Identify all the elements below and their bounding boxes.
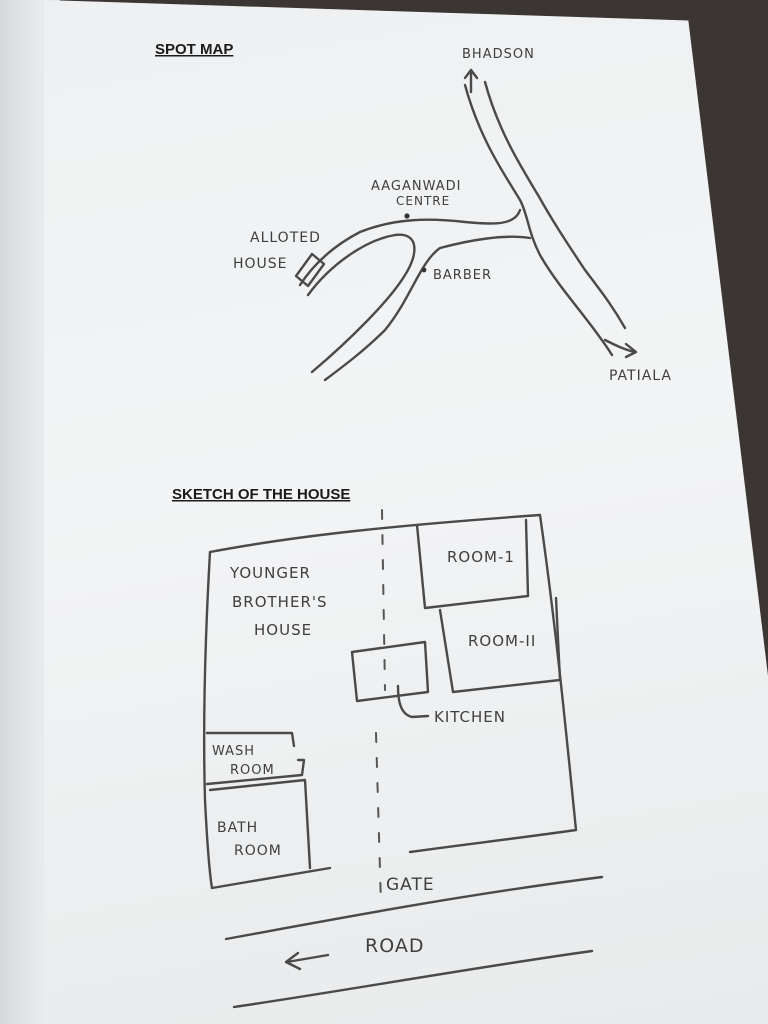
bath-room-walls: [208, 778, 312, 870]
label-room-1: ROOM-1: [447, 548, 515, 566]
label-younger-line1: YOUNGER: [229, 564, 311, 582]
spot-map-heading: SPOT MAP: [155, 41, 233, 58]
label-road: ROAD: [365, 935, 424, 957]
arrow-to-bhadson: [463, 68, 479, 94]
label-aaganwadi-line2: CENTRE: [396, 194, 450, 208]
road-arrow: [284, 951, 330, 971]
room-2-walls: [438, 596, 562, 694]
road-top-edge: [224, 875, 604, 941]
house-sketch-heading: SKETCH OF THE HOUSE: [172, 486, 350, 503]
label-barber: BARBER: [433, 268, 492, 283]
house-outer-wall: [208, 513, 578, 854]
label-bhadson: BHADSON: [462, 47, 535, 62]
room-1-walls: [415, 518, 530, 610]
branch-road-top-edge: [298, 208, 522, 287]
aaganwadi-marker: [404, 213, 410, 219]
branch-road-bottom-edge: [323, 235, 532, 382]
label-bath-line1: BATH: [217, 820, 258, 836]
label-kitchen: KITCHEN: [434, 708, 506, 726]
label-aaganwadi-line1: AAGANWADI: [371, 179, 462, 194]
alloted-house-box: [294, 252, 326, 288]
label-gate: GATE: [386, 875, 435, 895]
notebook-page: [44, 0, 768, 1024]
wash-room-walls: [205, 731, 306, 786]
label-wash-line2: ROOM: [230, 763, 275, 778]
spot-map: SPOT MAP BHADSON AAGANWADI CENTRE ALLOTE…: [155, 41, 672, 384]
road-bottom-edge: [232, 949, 594, 1009]
arrow-to-patiala: [603, 338, 638, 359]
house-left-wall: [203, 550, 332, 890]
barber-marker: [421, 267, 427, 273]
label-patiala: PATIALA: [609, 368, 672, 384]
center-dashed-line-top: [381, 509, 386, 691]
kitchen-box: [350, 640, 430, 703]
house-sketch: SKETCH OF THE HOUSE YOUNGER BROTHER'S HO…: [172, 486, 604, 1009]
main-road-right-edge: [483, 80, 627, 330]
center-dashed-line-bottom: [375, 732, 382, 906]
label-room-2: ROOM-II: [468, 632, 536, 650]
kitchen-pointer: [396, 684, 430, 719]
label-wash-line1: WASH: [212, 744, 255, 759]
main-road-left-edge: [463, 83, 614, 357]
inner-road-loop: [306, 233, 416, 374]
label-younger-line3: HOUSE: [254, 621, 312, 639]
label-alloted-line2: HOUSE: [233, 256, 288, 272]
label-younger-line2: BROTHER'S: [232, 593, 328, 611]
label-alloted-line1: ALLOTED: [250, 230, 321, 246]
label-bath-line2: ROOM: [234, 843, 282, 859]
